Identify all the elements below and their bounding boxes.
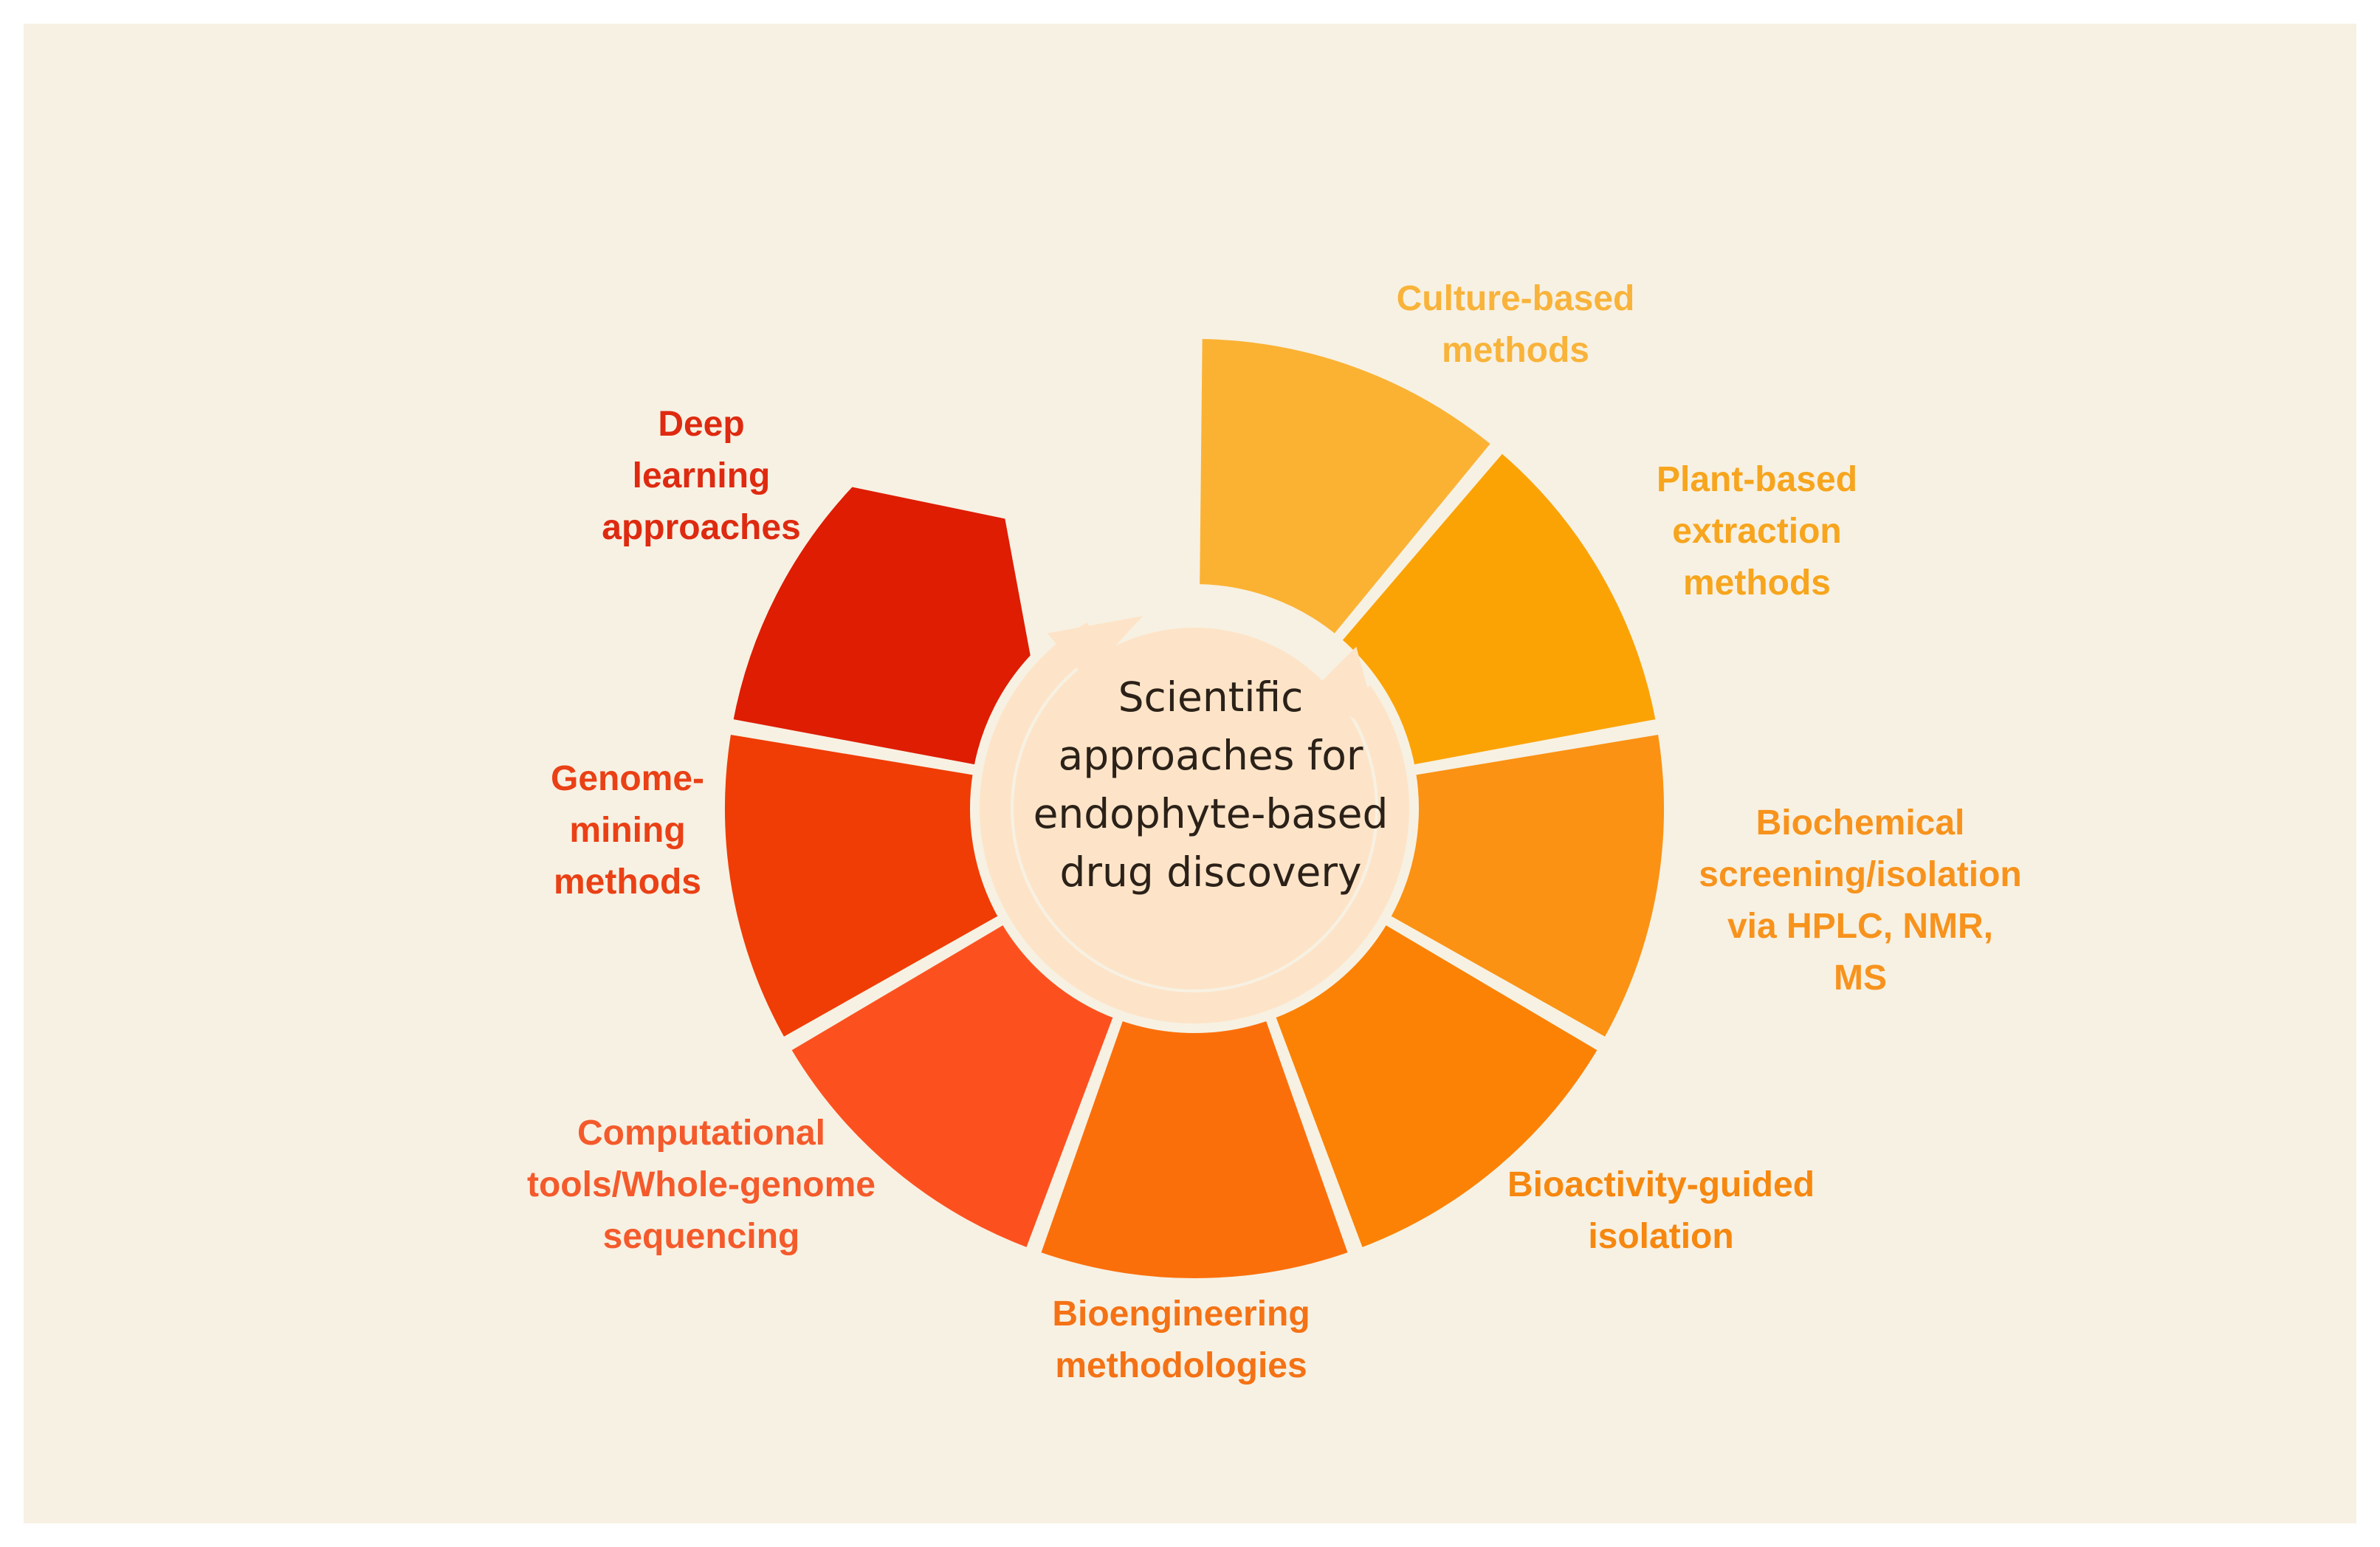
segment-label-line: methods (553, 862, 701, 902)
segment-label-8: Deep learning approaches (495, 399, 908, 554)
cycle-arrow-head (1047, 616, 1143, 679)
center-fill (1014, 628, 1375, 989)
center-title-line: endophyte-based (1033, 790, 1389, 837)
segment-label-line: Bioactivity-guided (1507, 1165, 1815, 1204)
segment-label-line: sequencing (602, 1217, 800, 1256)
center-title-line: Scientific (1118, 673, 1304, 721)
segment-label-line: isolation (1588, 1217, 1734, 1256)
segment-label-5: Bioengineering methodologies (974, 1289, 1388, 1392)
segment-label-3: Biochemical screening/isolation via HPLC, … (1654, 797, 2067, 1004)
segment-label-line: Deep (658, 405, 745, 444)
center-title-line: drug discovery (1059, 848, 1362, 896)
segment-label-line: methodologies (1055, 1346, 1307, 1385)
wheel-segments (719, 332, 1671, 1284)
segment-label-line: screening/isolation (1699, 855, 2022, 894)
segment-label-line: methods (1441, 331, 1589, 370)
segment-label-line: Computational (577, 1114, 825, 1153)
segment-label-line: extraction (1672, 512, 1842, 551)
segment-label-1: Culture-based methods (1309, 273, 1722, 377)
segment-label-2: Plant-based extraction methods (1550, 454, 1964, 609)
cycle-arrow-head-secondary (1314, 646, 1382, 741)
segment-label-line: MS (1834, 958, 1887, 998)
wheel-segment-1 (1194, 332, 1499, 642)
segment-label-line: approaches (602, 508, 801, 547)
segment-label-line: Plant-based (1656, 460, 1858, 499)
segment-label-line: methods (1682, 563, 1831, 603)
segment-label-line: mining (569, 811, 686, 850)
center-title: Scientific approaches for endophyte-based d… (989, 668, 1432, 902)
segment-label-line: Culture-based (1396, 279, 1635, 318)
segment-label-line: Bioengineering (1052, 1294, 1310, 1334)
segment-label-line: Biochemical (1755, 803, 1965, 843)
cycle-arrow-icon (980, 616, 1409, 1023)
segment-label-4: Bioactivity-guided isolation (1454, 1159, 1868, 1263)
segment-label-line: learning (632, 456, 771, 495)
wheel-segment-5 (1033, 1013, 1355, 1284)
cycle-arrow-arc (980, 622, 1409, 1023)
segment-label-line: Genome- (550, 759, 705, 798)
segment-label-7: Genome-mining methods (421, 753, 834, 908)
segment-label-line: tools/Whole-genome (527, 1165, 876, 1204)
segment-label-line: via HPLC, NMR, (1727, 907, 1994, 946)
segment-label-6: Computational tools/Whole-genome sequencin… (495, 1108, 908, 1263)
center-title-line: approaches for (1058, 732, 1363, 779)
